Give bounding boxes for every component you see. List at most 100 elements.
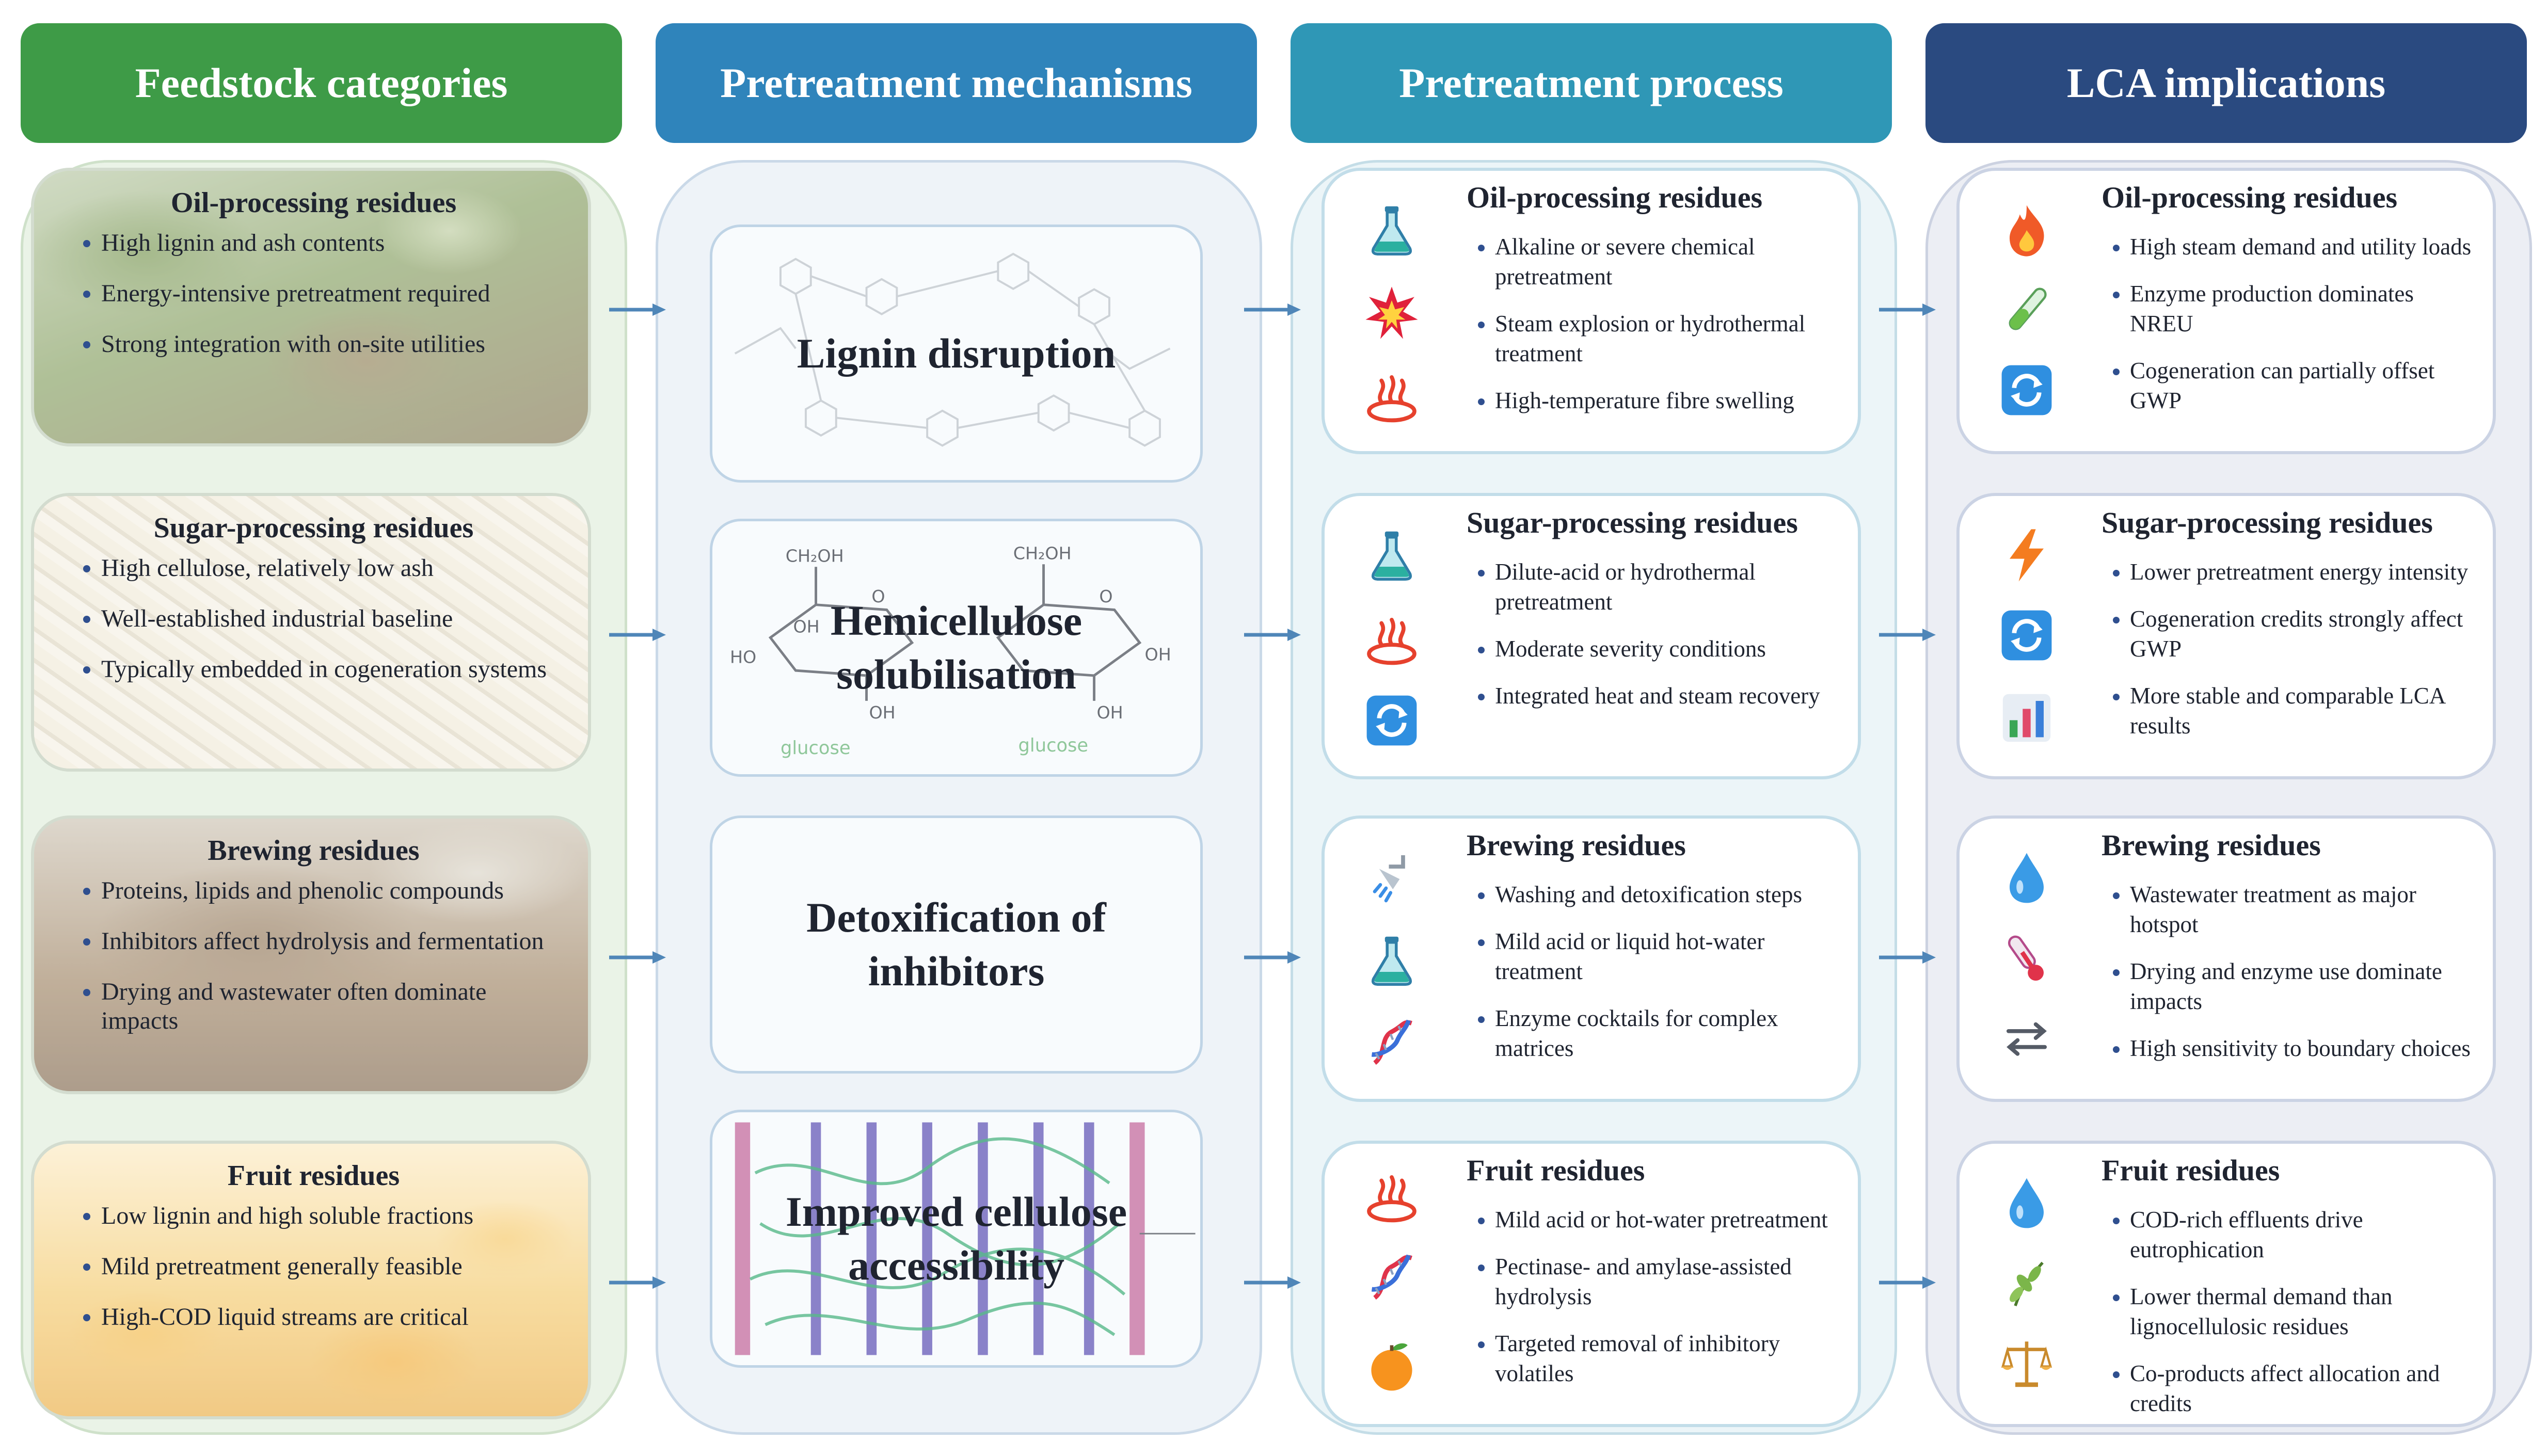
feedstock-title: Sugar-processing residues bbox=[153, 512, 474, 544]
water-drop-icon bbox=[1998, 850, 2055, 906]
feedstock-list: High lignin and ash contents Energy-inte… bbox=[70, 229, 557, 359]
balance-scale-icon bbox=[1998, 1335, 2055, 1391]
flow-arrow bbox=[609, 950, 666, 965]
sketch-label: OH bbox=[869, 702, 895, 723]
feedstock-title: Fruit residues bbox=[227, 1160, 400, 1192]
mechanism-label: Improved cellulose bbox=[785, 1188, 1127, 1235]
bagasse-image bbox=[34, 496, 588, 769]
lca-item: More stable and comparable LCA results bbox=[2130, 681, 2472, 741]
flow-arrow bbox=[1879, 950, 1936, 965]
hot-springs-icon bbox=[1363, 610, 1420, 666]
feedstock-card-fruit: Fruit residues Low lignin and high solub… bbox=[31, 1141, 591, 1419]
sketch-label: glucose bbox=[781, 738, 851, 759]
feedstock-item: Inhibitors affect hydrolysis and ferment… bbox=[101, 927, 557, 956]
process-header: Pretreatment process bbox=[1291, 23, 1892, 143]
mechanism-card-detox: Detoxification of inhibitors bbox=[710, 815, 1203, 1074]
feedstock-item: Mild pretreatment generally feasible bbox=[101, 1252, 557, 1281]
process-title: Fruit residues bbox=[1467, 1154, 1645, 1187]
dna-icon bbox=[1363, 1015, 1420, 1071]
process-item: Moderate severity conditions bbox=[1495, 634, 1837, 664]
feedstock-header-label: Feedstock categories bbox=[135, 59, 508, 106]
process-title: Oil-processing residues bbox=[1467, 181, 1763, 214]
sketch-label: OH bbox=[793, 617, 819, 637]
feedstock-item: Energy-intensive pretreatment required bbox=[101, 279, 557, 308]
process-card-brewing: Brewing residues Washing and detoxificat… bbox=[1322, 815, 1861, 1102]
process-item: Steam explosion or hydrothermal treatmen… bbox=[1495, 309, 1837, 369]
sketch-label: glucose bbox=[1018, 735, 1089, 756]
flow-arrow bbox=[609, 302, 666, 317]
lca-item: Enzyme production dominates NREU bbox=[2130, 279, 2472, 339]
process-list: Dilute-acid or hydrothermal pretreatment… bbox=[1467, 557, 1837, 711]
sketch-label: OH bbox=[1096, 702, 1123, 723]
water-drop-icon bbox=[1998, 1175, 2055, 1231]
lca-item: High sensitivity to boundary choices bbox=[2130, 1033, 2472, 1063]
mechanism-card-lignin: Lignin disruption bbox=[710, 225, 1203, 483]
sketch-label: HO bbox=[730, 647, 756, 667]
feedstock-item: High lignin and ash contents bbox=[101, 229, 557, 258]
mechanism-label: solubilisation bbox=[836, 651, 1076, 698]
recycle-arrows-icon bbox=[1998, 362, 2055, 419]
feedstock-item: High cellulose, relatively low ash bbox=[101, 554, 557, 583]
fire-icon bbox=[1998, 202, 2055, 259]
process-header-label: Pretreatment process bbox=[1399, 59, 1784, 106]
mechanisms-header: Pretreatment mechanisms bbox=[656, 23, 1257, 143]
process-item: Alkaline or severe chemical pretreatment bbox=[1495, 232, 1837, 292]
feedstock-item: Low lignin and high soluble fractions bbox=[101, 1202, 557, 1230]
process-item: High-temperature fibre swelling bbox=[1495, 386, 1837, 415]
cellulose-fibre-sketch bbox=[735, 1122, 1196, 1355]
feedstock-header: Feedstock categories bbox=[21, 23, 622, 143]
process-list: Washing and detoxification steps Mild ac… bbox=[1467, 879, 1837, 1063]
lca-list: Lower pretreatment energy intensity Coge… bbox=[2102, 557, 2472, 741]
lca-card-sugar: Sugar-processing residues Lower pretreat… bbox=[1956, 493, 2496, 779]
mechanism-label: Hemicellulose bbox=[830, 597, 1083, 644]
hot-springs-icon bbox=[1363, 1167, 1420, 1224]
lca-card-brewing: Brewing residues Wastewater treatment as… bbox=[1956, 815, 2496, 1102]
process-item: Pectinase- and amylase-assisted hydrolys… bbox=[1495, 1252, 1837, 1311]
lca-list: High steam demand and utility loads Enzy… bbox=[2102, 232, 2472, 415]
fruit-peel-image bbox=[34, 1144, 588, 1416]
glucose-sketch: CH₂OH CH₂OH O O HO OH OH OH OH glucose g… bbox=[730, 543, 1171, 759]
feedstock-item: Typically embedded in cogeneration syste… bbox=[101, 655, 557, 684]
spent-grain-image bbox=[34, 819, 588, 1091]
flow-arrow bbox=[1244, 627, 1301, 643]
lca-title: Fruit residues bbox=[2102, 1154, 2280, 1187]
lca-header: LCA implications bbox=[1925, 23, 2527, 143]
lca-item: Drying and enzyme use dominate impacts bbox=[2130, 956, 2472, 1016]
orange-icon bbox=[1363, 1337, 1420, 1394]
process-card-sugar: Sugar-processing residues Dilute-acid or… bbox=[1322, 493, 1861, 779]
process-item: Mild acid or liquid hot-water treatment bbox=[1495, 926, 1837, 986]
mechanism-card-hemicellulose: CH₂OH CH₂OH O O HO OH OH OH OH glucose g… bbox=[710, 519, 1203, 777]
lca-item: Cogeneration credits strongly affect GWP bbox=[2130, 604, 2472, 664]
test-tube-icon bbox=[1998, 282, 2055, 339]
lca-item: Lower pretreatment energy intensity bbox=[2130, 557, 2472, 587]
lca-header-label: LCA implications bbox=[2066, 59, 2386, 106]
sketch-label: O bbox=[1099, 586, 1112, 606]
feedstock-item: Strong integration with on-site utilitie… bbox=[101, 330, 557, 359]
flow-arrow bbox=[609, 1275, 666, 1290]
process-card-fruit: Fruit residues Mild acid or hot-water pr… bbox=[1322, 1141, 1861, 1427]
flow-arrow bbox=[1879, 302, 1936, 317]
flow-arrow bbox=[1244, 950, 1301, 965]
feedstock-item: Well-established industrial baseline bbox=[101, 604, 557, 633]
lca-item: High steam demand and utility loads bbox=[2130, 232, 2472, 262]
process-item: Integrated heat and steam recovery bbox=[1495, 681, 1837, 711]
hot-springs-icon bbox=[1363, 367, 1420, 424]
mechanism-label: Lignin disruption bbox=[797, 330, 1116, 377]
process-item: Enzyme cocktails for complex matrices bbox=[1495, 1003, 1837, 1063]
lca-title: Sugar-processing residues bbox=[2102, 506, 2433, 539]
flow-arrow bbox=[1879, 627, 1936, 643]
lca-item: Wastewater treatment as major hotspot bbox=[2130, 879, 2472, 939]
flow-arrow bbox=[1244, 1275, 1301, 1290]
mechanism-label: inhibitors bbox=[868, 948, 1045, 995]
feedstock-card-brewing: Brewing residues Proteins, lipids and ph… bbox=[31, 815, 591, 1094]
feedstock-card-oil: Oil-processing residues High lignin and … bbox=[31, 168, 591, 446]
process-item: Dilute-acid or hydrothermal pretreatment bbox=[1495, 557, 1837, 617]
lignin-structure-sketch bbox=[734, 252, 1171, 447]
feedstock-item: High-COD liquid streams are critical bbox=[101, 1303, 557, 1332]
bar-chart-icon bbox=[1998, 690, 2055, 746]
flask-icon bbox=[1363, 932, 1420, 989]
feedstock-item: Proteins, lipids and phenolic compounds bbox=[101, 876, 557, 905]
flask-icon bbox=[1363, 527, 1420, 584]
process-card-oil: Oil-processing residues Alkaline or seve… bbox=[1322, 168, 1861, 454]
explosion-icon bbox=[1363, 284, 1420, 341]
